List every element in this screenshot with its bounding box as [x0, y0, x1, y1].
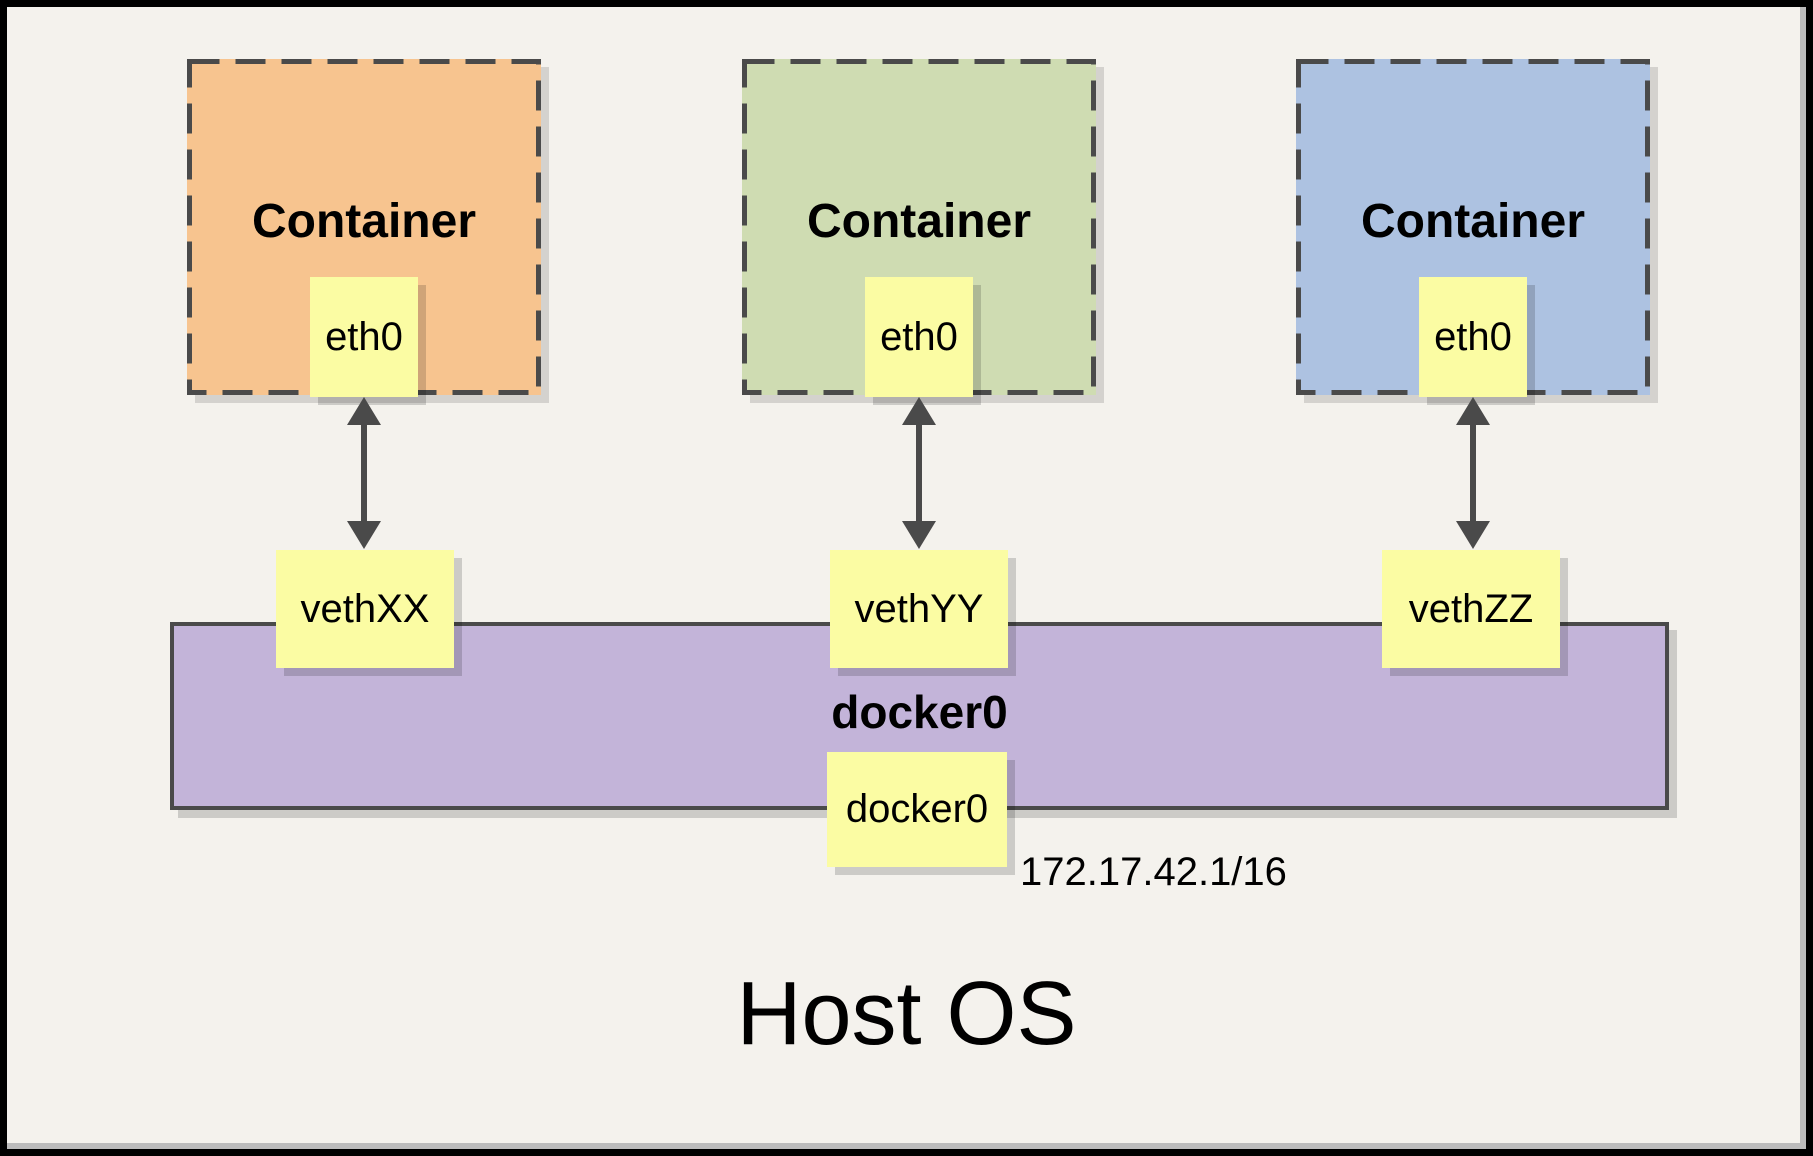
container-label: Container: [806, 195, 1031, 248]
vethzz-interface-box: vethZZ: [1382, 550, 1560, 668]
eth0-interface-box: eth0: [310, 277, 418, 397]
vethyy-interface-box: vethYY: [830, 550, 1008, 668]
bridge-name-label: docker0: [831, 686, 1008, 738]
host-os-label: Host OS: [736, 964, 1077, 1064]
bridge-ip-label: 172.17.42.1/16: [1020, 850, 1287, 894]
double-arrow-icon: [1456, 397, 1490, 549]
container-box-2: Container eth0: [742, 59, 1096, 397]
double-arrow-icon: [347, 397, 381, 549]
double-arrow-icon: [902, 397, 936, 549]
container-box-1: Container eth0: [187, 59, 541, 397]
vethxx-interface-box: vethXX: [276, 550, 454, 668]
eth0-interface-box: eth0: [865, 277, 973, 397]
eth0-interface-box: eth0: [1419, 277, 1527, 397]
docker0-interface-box: docker0: [827, 752, 1007, 867]
container-label: Container: [1360, 195, 1585, 248]
container-label: Container: [251, 195, 476, 248]
container-box-3: Container eth0: [1296, 59, 1650, 397]
